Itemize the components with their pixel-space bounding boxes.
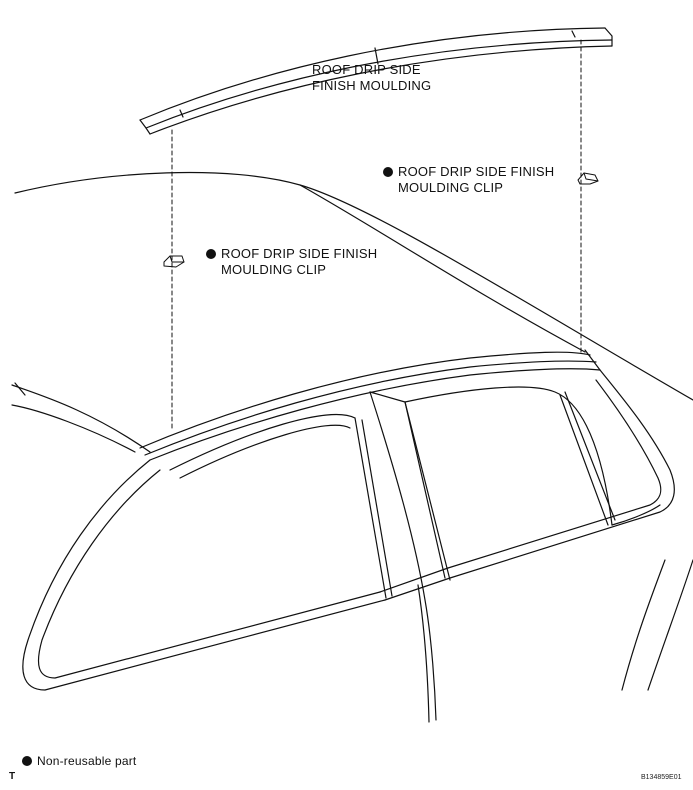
body-left-lines (11, 382, 151, 453)
clip-left-label-line1: ROOF DRIP SIDE FINISH (221, 246, 378, 261)
rear-window-frame (404, 386, 661, 526)
clip-left-part (163, 255, 185, 268)
non-reusable-dot-icon (383, 167, 393, 177)
clip-right-label-line2: MOULDING CLIP (398, 180, 504, 195)
clip-right-label: ROOF DRIP SIDE FINISH MOULDING CLIP (383, 164, 554, 196)
clip-right-part (577, 172, 599, 185)
moulding-leader (374, 47, 379, 65)
front-window-frame (169, 413, 393, 599)
rear-quarter (621, 559, 693, 691)
moulding-label-line2: FINISH MOULDING (312, 78, 432, 93)
legend-text: Non-reusable part (37, 754, 137, 768)
roof-outline (14, 171, 693, 401)
clip-left-label: ROOF DRIP SIDE FINISH MOULDING CLIP (206, 246, 377, 278)
footer-left-mark: T (9, 771, 16, 782)
clip-right-label-line1: ROOF DRIP SIDE FINISH (398, 164, 555, 179)
door-frame (22, 369, 675, 691)
alignment-lines (171, 39, 582, 431)
moulding-label-line1: ROOF DRIP SIDE (312, 62, 421, 77)
clip-left-label-line2: MOULDING CLIP (221, 262, 327, 277)
figure-code: B134859E01 (641, 774, 682, 781)
moulding-label: ROOF DRIP SIDE FINISH MOULDING (312, 62, 431, 94)
non-reusable-dot-icon (206, 249, 216, 259)
b-pillar (369, 391, 451, 723)
non-reusable-dot-icon (22, 756, 32, 766)
legend: Non-reusable part (22, 753, 136, 769)
finish-moulding-part (139, 27, 613, 135)
roof-drip-channel (139, 349, 601, 461)
